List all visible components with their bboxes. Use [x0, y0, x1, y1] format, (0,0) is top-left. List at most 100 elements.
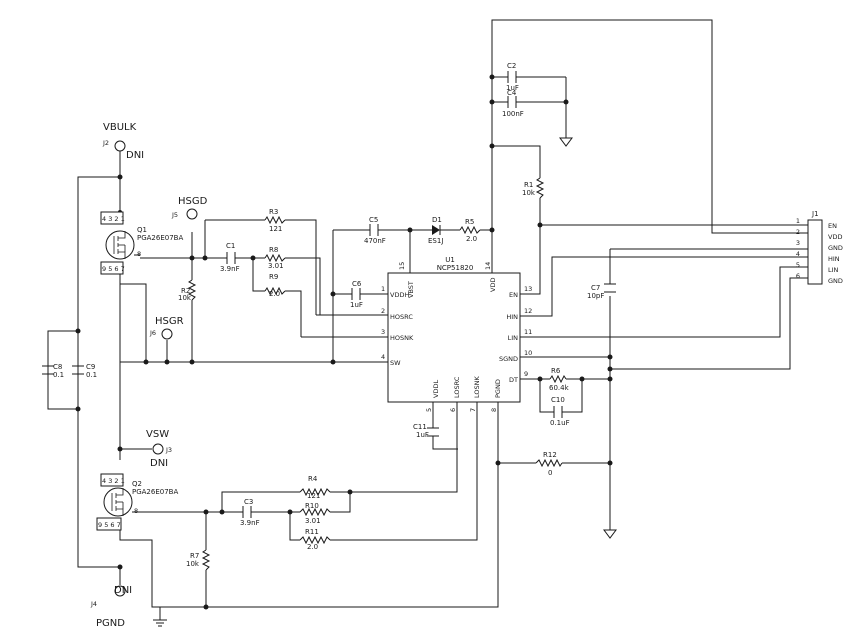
svg-text:DNI: DNI [126, 150, 144, 161]
svg-text:DT: DT [509, 376, 518, 384]
svg-text:0.1uF: 0.1uF [550, 419, 570, 427]
svg-text:SGND: SGND [499, 355, 518, 363]
svg-text:C5: C5 [369, 216, 378, 224]
svg-text:Q1: Q1 [137, 226, 147, 234]
svg-text:4: 4 [796, 250, 800, 258]
capacitor-c10: C10 0.1uF [550, 396, 570, 427]
svg-text:PGA26E07BA: PGA26E07BA [137, 234, 183, 242]
svg-text:10k: 10k [522, 189, 536, 197]
svg-text:R6: R6 [551, 367, 561, 375]
svg-text:VDDH: VDDH [390, 291, 409, 299]
svg-text:C10: C10 [551, 396, 565, 404]
port-pgnd: DNI J4 PGND [90, 585, 132, 629]
svg-text:R4: R4 [308, 475, 318, 483]
resistor-r9: R9 2.0 [264, 273, 286, 298]
port-hsgr: HSGR J6 [149, 316, 184, 340]
svg-text:0: 0 [548, 469, 552, 477]
svg-text:LOSNK: LOSNK [473, 376, 481, 398]
capacitor-c4: C4 100nF [502, 89, 524, 118]
svg-text:R2: R2 [181, 287, 190, 295]
svg-text:C6: C6 [352, 280, 362, 288]
svg-text:3.9nF: 3.9nF [220, 265, 240, 273]
svg-text:470nF: 470nF [364, 237, 386, 245]
svg-text:R9: R9 [269, 273, 278, 281]
svg-text:60.4k: 60.4k [549, 384, 570, 392]
svg-text:HIN: HIN [828, 255, 840, 263]
resistor-r1: R1 10k [522, 177, 545, 199]
svg-text:PGND: PGND [494, 379, 502, 398]
resistor-r11: R11 2.0 [299, 528, 331, 551]
svg-text:121: 121 [269, 225, 282, 233]
svg-text:LOSRC: LOSRC [453, 376, 461, 398]
svg-text:2.0: 2.0 [269, 290, 280, 298]
svg-text:2: 2 [796, 228, 800, 236]
svg-text:5: 5 [425, 408, 433, 412]
svg-text:HOSNK: HOSNK [390, 334, 414, 342]
resistor-r3: R3 121 [264, 208, 286, 233]
resistor-r7: R7 10k [186, 549, 211, 571]
capacitor-c6: C6 1uF [350, 280, 363, 309]
svg-text:C4: C4 [507, 89, 517, 97]
svg-text:2.0: 2.0 [466, 235, 477, 243]
svg-text:4 3 2 1: 4 3 2 1 [102, 215, 125, 223]
svg-text:PGA26E07BA: PGA26E07BA [132, 488, 178, 496]
svg-text:C9: C9 [86, 363, 95, 371]
svg-text:121: 121 [307, 492, 320, 500]
svg-text:0.1: 0.1 [53, 371, 64, 379]
svg-text:R12: R12 [543, 451, 557, 459]
svg-text:11: 11 [524, 328, 532, 336]
svg-text:R11: R11 [305, 528, 319, 536]
svg-text:HSGR: HSGR [155, 316, 184, 327]
port-hsgd: HSGD J5 [171, 196, 208, 220]
svg-text:HOSRC: HOSRC [390, 313, 413, 321]
svg-text:10: 10 [524, 349, 532, 357]
capacitor-c11: C11 1uF [413, 423, 439, 439]
svg-text:C2: C2 [507, 62, 516, 70]
svg-text:VSW: VSW [146, 429, 169, 440]
capacitor-c8: C8 0.1 [42, 331, 64, 409]
resistor-r2: R2 10k [178, 279, 197, 302]
svg-text:ES1J: ES1J [428, 237, 443, 245]
capacitor-c5: C5 470nF [364, 216, 386, 245]
svg-text:4: 4 [381, 353, 385, 361]
svg-text:5: 5 [796, 261, 800, 269]
svg-text:3.01: 3.01 [268, 262, 284, 270]
svg-text:100nF: 100nF [502, 110, 524, 118]
svg-text:1: 1 [381, 285, 385, 293]
svg-text:2: 2 [381, 307, 385, 315]
port-vsw: VSW J3 DNI [146, 429, 172, 469]
svg-text:C8: C8 [53, 363, 62, 371]
svg-text:8: 8 [134, 507, 138, 515]
svg-text:R3: R3 [269, 208, 278, 216]
svg-text:8: 8 [137, 250, 141, 258]
svg-text:D1: D1 [432, 216, 442, 224]
capacitor-c2: C2 1uF [506, 62, 519, 92]
svg-text:J3: J3 [165, 446, 172, 454]
svg-text:HSGD: HSGD [178, 196, 208, 207]
ground-symbol-pgnd [153, 619, 167, 627]
resistor-r4: R4 121 [299, 475, 331, 500]
svg-text:J2: J2 [102, 139, 109, 147]
svg-text:Q2: Q2 [132, 480, 142, 488]
svg-text:J4: J4 [90, 600, 97, 608]
ic-part: NCP51820 [437, 264, 474, 272]
svg-text:14: 14 [484, 262, 492, 270]
svg-text:VDDL: VDDL [432, 380, 440, 398]
svg-text:2.0: 2.0 [307, 543, 318, 551]
svg-text:12: 12 [524, 307, 532, 315]
svg-text:EN: EN [828, 222, 837, 230]
svg-text:9: 9 [524, 370, 528, 378]
connector-j1: J1 1 EN 2 VDD 3 GND 4 HIN 5 LIN 6 GND [796, 210, 843, 285]
svg-text:DNI: DNI [150, 458, 168, 469]
svg-text:1: 1 [796, 217, 800, 225]
svg-text:13: 13 [524, 285, 532, 293]
svg-text:GND: GND [828, 277, 843, 285]
svg-text:R7: R7 [190, 552, 199, 560]
diode-d1: D1 ES1J [428, 216, 443, 245]
transistor-q2: 4 3 2 1 9 5 6 7 Q2 PGA26E07BA 8 [96, 473, 178, 531]
svg-text:10k: 10k [178, 294, 192, 302]
svg-text:LIN: LIN [508, 334, 519, 342]
svg-text:4 3 2 1: 4 3 2 1 [102, 477, 125, 485]
resistor-r5: R5 2.0 [459, 218, 481, 243]
